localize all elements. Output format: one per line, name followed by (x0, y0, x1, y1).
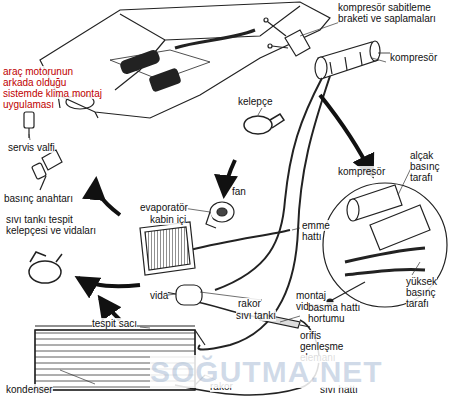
part-label: vida (150, 290, 180, 301)
label-text: araç motorunun arkada olduğu sistemde kl… (3, 66, 102, 110)
part-label: rakor (238, 298, 278, 309)
part-label: tespit sacı (92, 318, 152, 329)
part-label: fan (232, 186, 262, 197)
label-text: vida (150, 290, 168, 301)
label-text: tespit sacı (92, 318, 137, 329)
label-text: kompresör (338, 166, 385, 177)
label-text: kabin içi (150, 214, 186, 225)
label-text: emme hattı (302, 220, 330, 242)
receiver-clamp (29, 252, 62, 283)
part-label: kabin içi (150, 214, 210, 225)
part-label: servis valfi (8, 142, 78, 153)
label-text: basma hattı hortumu (308, 302, 360, 324)
car-outline (40, 2, 330, 118)
evaporator-unit (140, 222, 195, 275)
part-label: emme hattı (302, 220, 342, 242)
label-text: sıvı tankı tespit kelepçesi ve vidaları (6, 214, 96, 236)
part-label: kompresör (338, 166, 398, 177)
label-text: evaporatör (140, 202, 188, 213)
flow-arrows (78, 95, 372, 320)
label-text: kompresör (390, 52, 437, 63)
part-label: alçak basınç tarafı (410, 150, 450, 183)
part-label: basma hattı hortumu (308, 302, 370, 324)
receiver-tank (165, 285, 310, 328)
label-text: yüksek basınç tarafı (406, 276, 437, 309)
part-label: yüksek basınç tarafı (406, 276, 450, 309)
leader-lines (29, 22, 420, 384)
label-text: basınç anahtarı (4, 193, 73, 204)
part-label: sıvı tankı (236, 310, 291, 321)
label-text: fan (232, 186, 246, 197)
hose-clamp (244, 114, 284, 134)
car-ac-parts (119, 30, 255, 93)
compressor-top (264, 18, 390, 79)
part-label: evaporatör (140, 202, 210, 213)
label-text: servis valfi (8, 142, 55, 153)
part-label: kondenser (6, 384, 76, 395)
label-text: kompresör sabitleme braketi ve saplamala… (338, 2, 436, 24)
label-text: kondenser (6, 384, 53, 395)
part-label: sıvı tankı tespit kelepçesi ve vidaları (6, 214, 101, 236)
blower-fan (206, 202, 234, 228)
part-label: araç motorunun arkada olduğu sistemde kl… (3, 66, 103, 110)
part-label: kompresör sabitleme braketi ve saplamala… (338, 2, 448, 24)
watermark: SOĞUTMA.NET (150, 356, 410, 388)
label-text: SOĞUTMA.NET (150, 355, 383, 388)
part-label: basınç anahtarı (4, 193, 94, 204)
label-text: alçak basınç tarafı (410, 150, 439, 183)
label-text: rakor (238, 298, 261, 309)
part-label: kompresör (390, 52, 450, 63)
label-text: sıvı tankı (236, 310, 276, 321)
label-text: kelepçe (238, 96, 272, 107)
part-label: kelepçe (238, 96, 288, 107)
